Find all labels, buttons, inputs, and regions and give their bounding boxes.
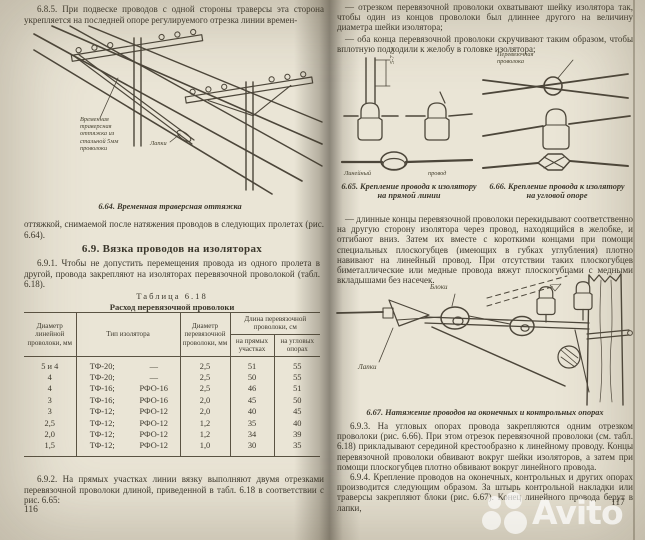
table-618-title: Расход перевязочной проволоки bbox=[109, 302, 235, 312]
table-cell: ТФ-12; bbox=[75, 440, 128, 457]
table-cell: 40 bbox=[273, 417, 321, 430]
bullet-1: — отрезком перевязочной проволоки охваты… bbox=[337, 2, 633, 33]
fig667-bloki-label: Блоки bbox=[430, 283, 448, 291]
page-number-right: 117 bbox=[611, 498, 625, 508]
table-cell: ТФ-12; bbox=[75, 417, 128, 430]
figure-665-drawing bbox=[340, 57, 474, 171]
table-cell: ТФ-12; bbox=[75, 406, 128, 418]
table-cell: 2,5 bbox=[44, 418, 55, 428]
paragraph-693: 6.9.3. На угловых опорах провода закрепл… bbox=[337, 421, 633, 472]
col-header-tie-diameter: Диаметр перевязочной проволоки, мм bbox=[179, 312, 230, 357]
table-cell: 39 bbox=[273, 429, 321, 441]
table-cell: 45 bbox=[273, 406, 321, 418]
watermark-logo-circle bbox=[504, 511, 527, 534]
table-cell: 3 bbox=[47, 395, 52, 405]
fig667-caption: 6.67. Натяжение проводов на оконечных и … bbox=[366, 408, 604, 417]
table-cell: 2,0 bbox=[44, 430, 55, 440]
fig665-caption: 6.65. Крепление провода к изолятору на п… bbox=[341, 182, 477, 201]
col-header-corner: на угловых опорах bbox=[273, 334, 321, 357]
table-cell: РФО-12 bbox=[139, 430, 168, 440]
section-heading-69: 6.9. Вязка проводов на изоляторах bbox=[81, 243, 263, 255]
table-cell: 1,2 bbox=[179, 417, 230, 430]
bullet-2: — оба конца перевязочной проволоки скруч… bbox=[337, 34, 633, 55]
table-cell: 51 bbox=[273, 383, 321, 395]
table-cell: 1,0 bbox=[179, 440, 230, 457]
col-header-tie-length: Длина перевязочной проволоки, см bbox=[229, 312, 321, 335]
fig667-lapki-label: Лапки bbox=[358, 363, 377, 371]
table-cell: 2,0 bbox=[179, 406, 230, 418]
table-cell: РФО-16 bbox=[139, 384, 168, 394]
table-cell: 2,5 bbox=[179, 356, 230, 373]
table-cell: ТФ-16; bbox=[75, 383, 128, 395]
table-cell: 46 bbox=[229, 383, 274, 395]
table-cell: 50 bbox=[273, 394, 321, 407]
table-cell: ТФ-20; bbox=[75, 372, 128, 384]
table-cell: 55 bbox=[273, 372, 321, 384]
table-cell: 4 bbox=[47, 373, 52, 383]
table-cell: 1,5 bbox=[44, 441, 55, 451]
table-618: Диаметр линейной проволоки, мм Тип изоля… bbox=[24, 312, 321, 457]
table-cell: 2,5 bbox=[179, 372, 230, 384]
watermark-logo-circle bbox=[482, 511, 501, 530]
table-cell: 51 bbox=[229, 356, 274, 373]
paragraph-tie: — длинные концы перевязочной проволоки п… bbox=[337, 214, 633, 286]
fig666-tie-wire-label: Перевязочная проволока bbox=[497, 51, 534, 66]
table-cell: 35 bbox=[273, 440, 321, 457]
table-cell: РФО-12 bbox=[139, 418, 168, 428]
table-cell: 2,0 bbox=[179, 394, 230, 407]
figure-667-drawing bbox=[336, 273, 633, 406]
paragraph-692: 6.9.2. На прямых участках линии вязку вы… bbox=[24, 474, 324, 506]
page-number-left: 116 bbox=[24, 505, 38, 515]
table-cell: — bbox=[149, 361, 158, 371]
table-cell: 1,2 bbox=[179, 429, 230, 441]
fig664-lapki-label: Лапки bbox=[150, 140, 167, 147]
col-header-insulator-type: Тип изолятора bbox=[75, 312, 180, 357]
table-cell: РФО-12 bbox=[139, 407, 168, 417]
figure-664-drawing bbox=[33, 25, 323, 195]
table-cell: ТФ-12; bbox=[75, 429, 128, 441]
fig664-caption: 6.64. Временная траверсная оттяжка bbox=[98, 202, 242, 211]
table-cell: 3 bbox=[47, 407, 52, 417]
table-cell: 45 bbox=[229, 394, 274, 407]
table-cell: 40 bbox=[229, 406, 274, 418]
fig666-caption: 6.66. Крепление провода к изолятору на у… bbox=[489, 182, 625, 201]
table-cell: РФО-12 bbox=[139, 441, 168, 451]
col-header-line-diameter: Диаметр линейной проволоки, мм bbox=[24, 312, 76, 357]
table-cell: ТФ-16; bbox=[75, 394, 128, 407]
figure-666-drawing bbox=[482, 59, 631, 171]
table-cell: 2,5 bbox=[179, 383, 230, 395]
fig665-dim-label: 5-7 см bbox=[389, 47, 396, 64]
table-cell: 34 bbox=[229, 429, 274, 441]
table-cell: 35 bbox=[229, 417, 274, 430]
fig665-dimension bbox=[342, 56, 343, 57]
table-618-label: Таблица 6.18 bbox=[136, 291, 208, 301]
paragraph-685-bottom: оттяжкой, снимаемой после натяжения пров… bbox=[24, 219, 324, 240]
page-edge-line bbox=[633, 0, 635, 540]
col-header-straight: на прямых участках bbox=[229, 334, 274, 357]
table-cell: 55 bbox=[273, 356, 321, 373]
table-cell: РФО-16 bbox=[139, 395, 168, 405]
table-cell: 50 bbox=[229, 372, 274, 384]
table-cell: 4 bbox=[47, 384, 52, 394]
fig665-line-wire-label-right: провод bbox=[428, 170, 447, 177]
paragraph-691: 6.9.1. Чтобы не допустить перемещения пр… bbox=[24, 258, 320, 290]
table-cell: ТФ-20; bbox=[75, 356, 128, 373]
paragraph-685-top: 6.8.5. При подвеске проводов с одной сто… bbox=[24, 4, 324, 25]
table-cell: — bbox=[149, 373, 158, 383]
table-cell: 30 bbox=[229, 440, 274, 457]
fig664-stay-label: Временная траверсная оттяжка из стальной… bbox=[80, 116, 119, 152]
fig665-line-wire-label-left: Линейный bbox=[344, 170, 372, 177]
table-cell: 5 и 4 bbox=[41, 361, 59, 371]
paragraph-694: 6.9.4. Крепление проводов на оконечных, … bbox=[337, 472, 633, 513]
